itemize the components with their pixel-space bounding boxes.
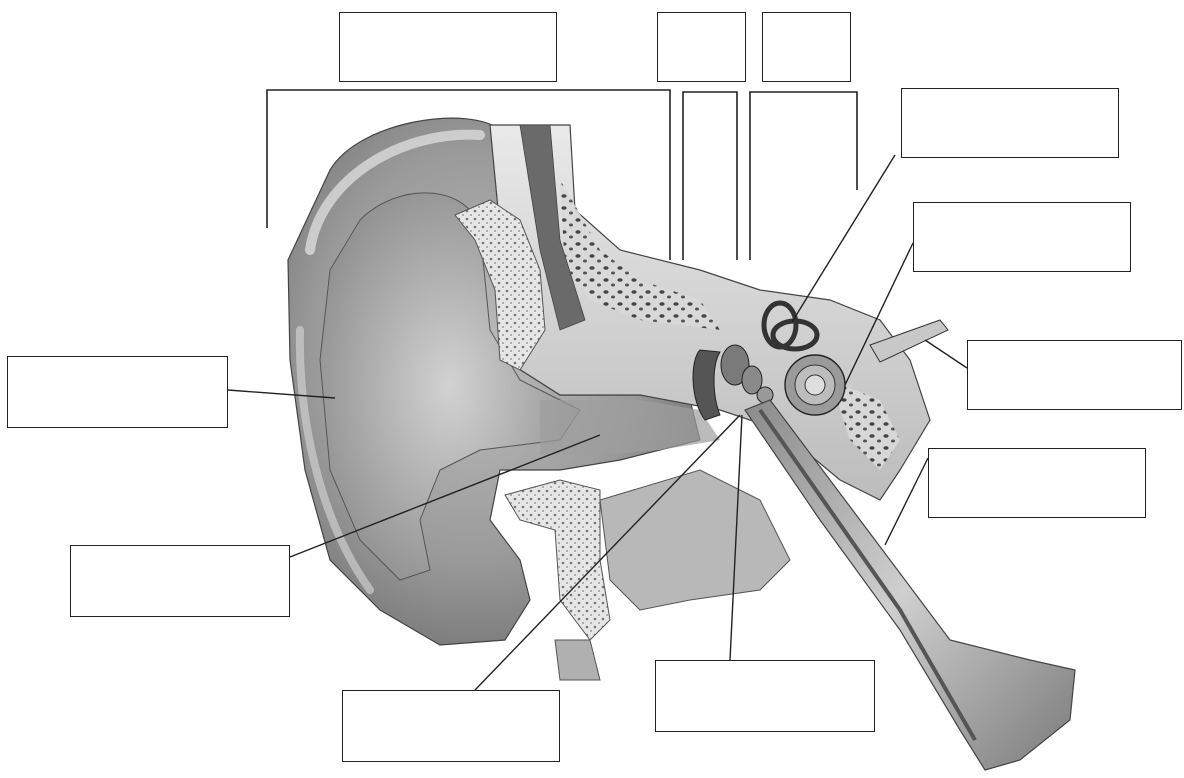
label-tympanic-membrane[interactable]: [342, 690, 560, 762]
label-semicircular-canals[interactable]: [901, 88, 1119, 158]
label-auditory-tube[interactable]: [928, 448, 1146, 518]
label-middle-ear[interactable]: [657, 12, 746, 82]
cochlea-shape: [785, 355, 845, 415]
ear-canal-shape: [540, 400, 720, 455]
label-ear-canal[interactable]: [70, 545, 290, 617]
label-vestibulocochlear-nerve[interactable]: [967, 340, 1182, 410]
label-auricle[interactable]: [7, 356, 228, 428]
label-outer-ear[interactable]: [339, 12, 557, 82]
label-cochlea[interactable]: [913, 202, 1131, 272]
label-inner-ear[interactable]: [762, 12, 851, 82]
label-ossicles[interactable]: [655, 660, 875, 732]
